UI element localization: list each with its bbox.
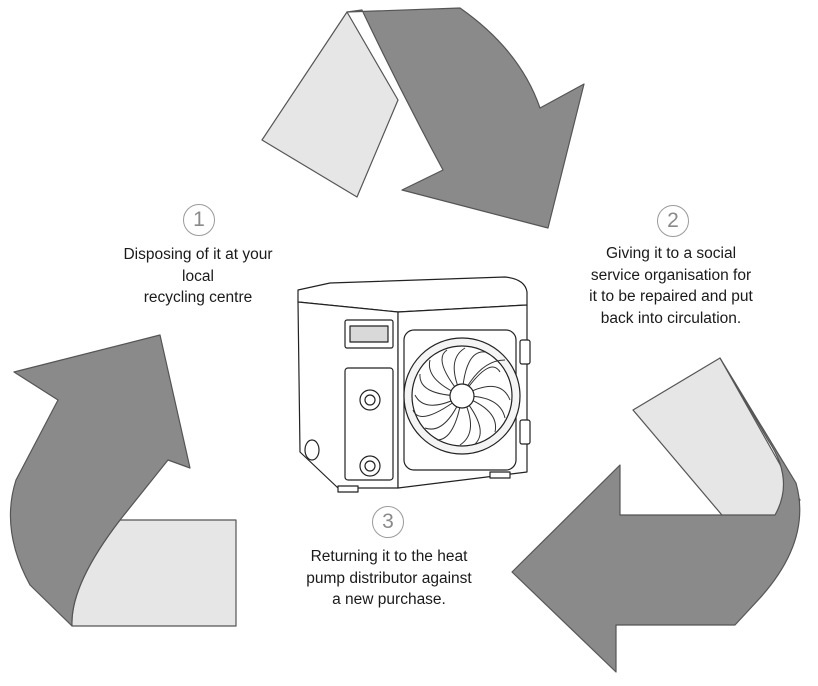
step-3-line-2: pump distributor against xyxy=(306,569,472,587)
step-2-line-4: back into circulation. xyxy=(600,309,742,327)
step-3-line-3: a new purchase. xyxy=(332,591,446,608)
step-1-line-1: Disposing of it at your xyxy=(123,246,273,263)
step-3-text: Returning it to the heat pump distributo… xyxy=(284,546,494,611)
heat-pump-unit-icon xyxy=(297,276,531,493)
step-3-number: 3 xyxy=(372,506,404,538)
step-1-line-2: local xyxy=(182,267,214,285)
recycle-arrow-top-icon xyxy=(261,7,585,229)
step-1-line-3: recycling centre xyxy=(143,289,253,306)
step-2-number: 2 xyxy=(657,205,689,237)
step-2-line-3: it to be repaired and put xyxy=(589,288,753,305)
step-3-line-1: Returning it to the heat xyxy=(310,548,468,565)
step-2-line-2: service organisation for xyxy=(590,266,752,284)
step-1-number: 1 xyxy=(183,204,215,236)
recycle-arrow-left-icon xyxy=(9,334,237,627)
step-2-line-1: Giving it to a social xyxy=(605,245,737,262)
step-2-text: Giving it to a social service organisati… xyxy=(566,243,776,329)
recycle-arrow-right-icon xyxy=(511,357,801,673)
step-1-text: Disposing of it at your local recycling … xyxy=(98,244,298,309)
